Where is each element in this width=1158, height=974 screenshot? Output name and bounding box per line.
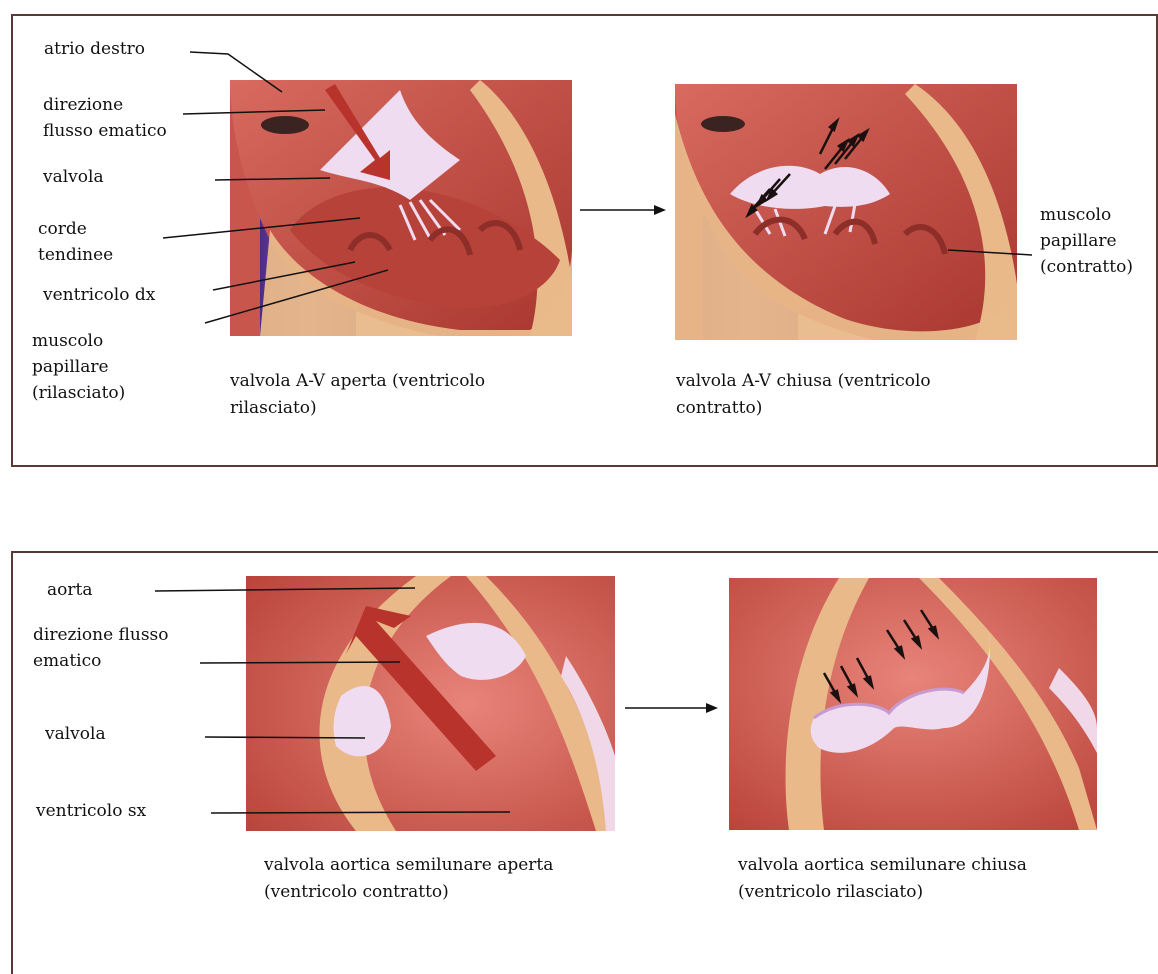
label-direzione-flusso-ematico-bottom: direzione flusso ematico (33, 622, 169, 674)
label-valvola-bottom: valvola (45, 721, 106, 747)
label-aorta: aorta (47, 577, 92, 603)
label-ventricolo-sx: ventricolo sx (36, 798, 146, 824)
leader-direzione-flusso-ematico (200, 662, 400, 663)
caption-aortic-valve-closed: valvola aortica semilunare chiusa (ventr… (738, 852, 1027, 906)
caption-aortic-valve-open: valvola aortica semilunare aperta (ventr… (264, 852, 553, 906)
leader-ventricolo-sx (211, 812, 510, 813)
leader-aorta (155, 588, 415, 591)
transition-arrow-bottom (625, 703, 718, 713)
leader-valvola-aortica (205, 737, 365, 738)
